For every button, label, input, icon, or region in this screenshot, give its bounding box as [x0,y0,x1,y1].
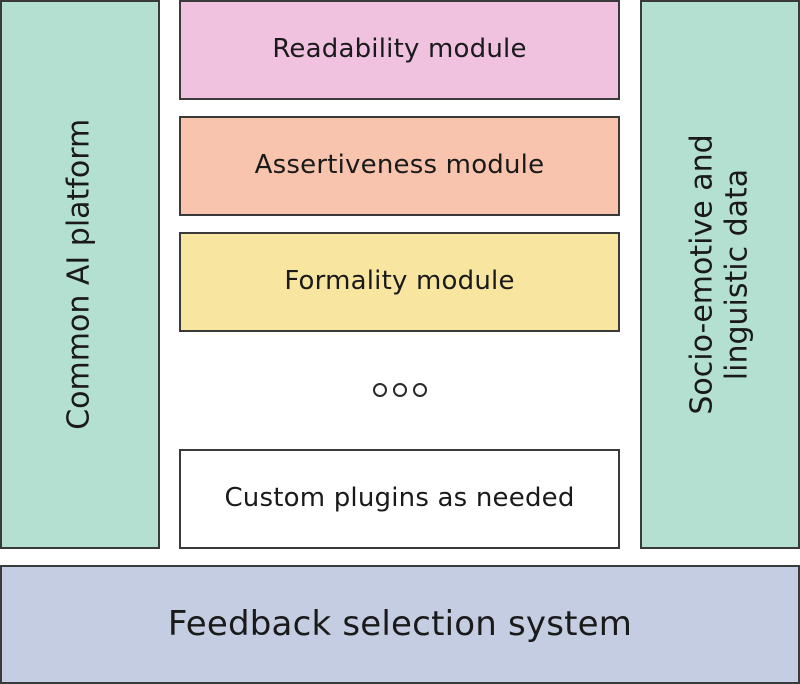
socio-emotive-data-box: Socio-emotive and linguistic data [640,0,800,549]
readability-module-label: Readability module [272,34,527,65]
common-ai-platform-box: Common AI platform [0,0,160,549]
socio-emotive-data-label: Socio-emotive and linguistic data [684,134,755,415]
formality-module-box: Formality module [179,232,620,332]
ellipsis-dot [392,383,407,397]
three-circles-icon [179,370,620,410]
assertiveness-module-label: Assertiveness module [254,150,545,181]
feedback-selection-system-label: Feedback selection system [167,604,633,645]
assertiveness-module-box: Assertiveness module [179,116,620,216]
custom-plugins-box: Custom plugins as needed [179,449,620,549]
custom-plugins-label: Custom plugins as needed [224,483,575,514]
ellipsis-dot [372,383,387,397]
ellipsis-dot [412,383,427,397]
socio-emotive-data-line1: Socio-emotive and [684,134,720,415]
readability-module-box: Readability module [179,0,620,100]
socio-emotive-data-line2: linguistic data [719,168,755,381]
feedback-selection-system-box: Feedback selection system [0,565,800,684]
common-ai-platform-label: Common AI platform [61,118,97,431]
formality-module-label: Formality module [284,266,515,297]
